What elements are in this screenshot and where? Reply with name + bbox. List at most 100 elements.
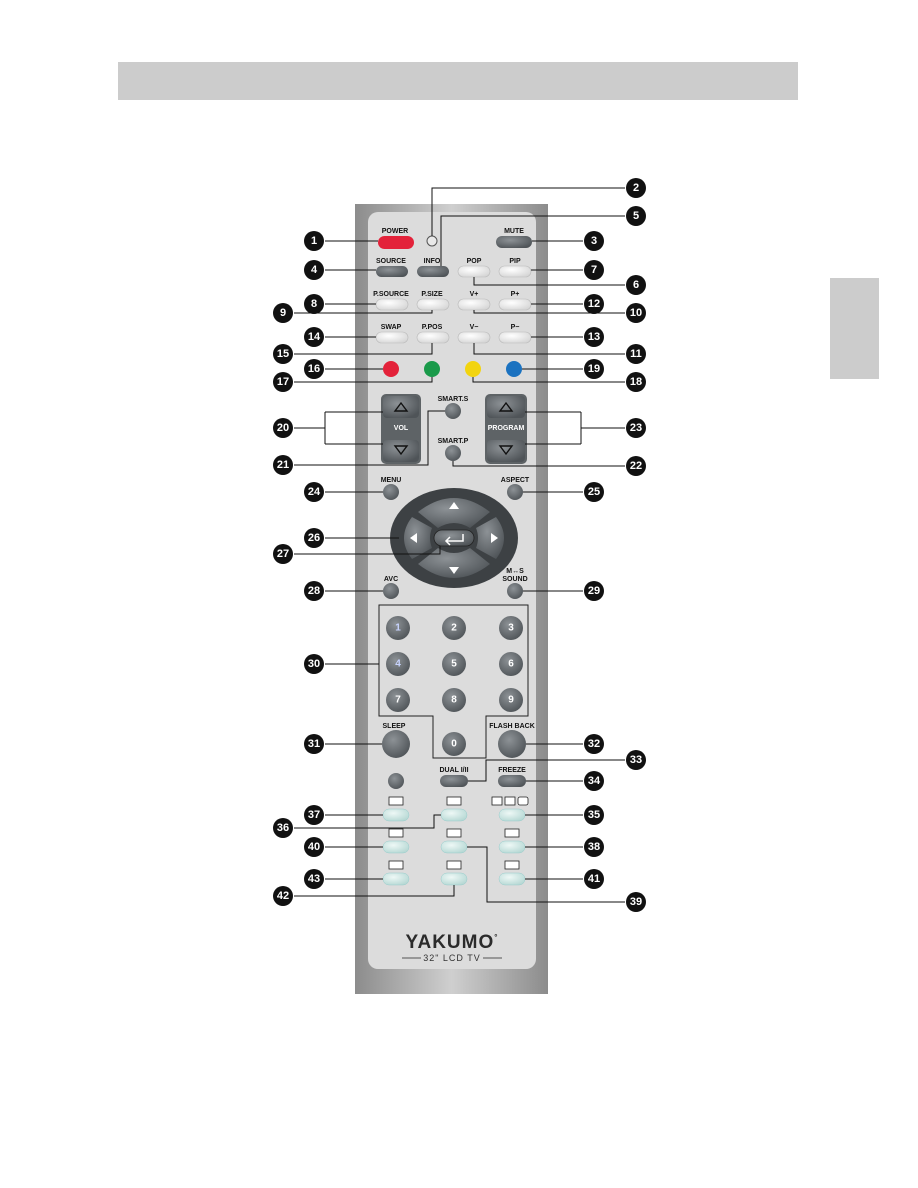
- smart-s-button[interactable]: [445, 403, 461, 419]
- callout-number: 20: [277, 422, 289, 434]
- callout-number: 21: [277, 459, 289, 471]
- psource-button[interactable]: [375, 298, 409, 311]
- teletext-icon: [446, 860, 462, 870]
- smart-p-button[interactable]: [445, 445, 461, 461]
- info-button[interactable]: [417, 266, 449, 277]
- callout-number: 17: [277, 376, 289, 388]
- pip-button[interactable]: [498, 265, 532, 278]
- power-button[interactable]: [378, 236, 414, 249]
- avc-button[interactable]: [383, 583, 399, 599]
- flashback-label: FLASH BACK: [489, 723, 535, 730]
- aspect-button[interactable]: [507, 484, 523, 500]
- callout-number: 40: [308, 841, 320, 853]
- vol-up-icon: [393, 401, 409, 412]
- program-down-button[interactable]: [487, 440, 525, 462]
- digit-button[interactable]: [499, 616, 523, 640]
- callout-number: 1: [311, 235, 317, 247]
- callout-badge: [273, 372, 293, 392]
- power-label: POWER: [382, 228, 408, 235]
- pop-button[interactable]: [457, 265, 491, 278]
- teletext-button-40[interactable]: [382, 840, 410, 854]
- vol-down-button[interactable]: [383, 440, 419, 462]
- psize-button[interactable]: [416, 298, 450, 311]
- digit-label: 9: [508, 695, 514, 706]
- program-down-icon: [498, 445, 514, 456]
- mts-label: M↔S: [506, 568, 524, 575]
- digit-button[interactable]: [442, 652, 466, 676]
- callout-number: 14: [308, 331, 321, 343]
- avc-label: AVC: [384, 576, 398, 583]
- callout-badge: [584, 869, 604, 889]
- callout-number: 10: [630, 307, 642, 319]
- callout-number: 31: [308, 738, 320, 750]
- menu-button[interactable]: [383, 484, 399, 500]
- nav-left-button[interactable]: [404, 517, 432, 559]
- enter-button[interactable]: [433, 529, 475, 547]
- teletext-button-42[interactable]: [440, 872, 468, 886]
- digit-button[interactable]: [499, 688, 523, 712]
- callout-badge: [626, 418, 646, 438]
- pminus-button[interactable]: [498, 331, 532, 344]
- digit-button[interactable]: [386, 652, 410, 676]
- callout-number: 30: [308, 658, 320, 670]
- dual-button[interactable]: [440, 775, 468, 787]
- teletext-row-2: [382, 828, 526, 854]
- teletext-icon: [388, 796, 404, 806]
- sleep-button[interactable]: [382, 730, 410, 758]
- ppos-button[interactable]: [416, 331, 450, 344]
- menu-label: MENU: [381, 477, 402, 484]
- vol-up-button[interactable]: [383, 396, 419, 418]
- freeze-button[interactable]: [498, 775, 526, 787]
- callout-number: 19: [588, 363, 600, 375]
- callout-badge: [304, 869, 324, 889]
- flashback-button[interactable]: [498, 730, 526, 758]
- swap-button[interactable]: [375, 331, 409, 344]
- teletext-icon: [388, 860, 404, 870]
- blue-button[interactable]: [506, 361, 522, 377]
- sound-button[interactable]: [507, 583, 523, 599]
- teletext-button-41[interactable]: [498, 872, 526, 886]
- digit-button[interactable]: [442, 616, 466, 640]
- ppos-label: P.POS: [422, 324, 443, 331]
- mute-button[interactable]: [496, 236, 532, 248]
- green-button[interactable]: [424, 361, 440, 377]
- callout-badge: [304, 805, 324, 825]
- info-label: INFO: [424, 258, 441, 265]
- header-bar: [118, 62, 798, 100]
- callout-number: 42: [277, 890, 289, 902]
- digit-button[interactable]: [442, 688, 466, 712]
- source-button[interactable]: [376, 266, 408, 277]
- callout-badge: [273, 544, 293, 564]
- unlabeled-button[interactable]: [388, 773, 404, 789]
- program-up-icon: [498, 401, 514, 412]
- yellow-button[interactable]: [465, 361, 481, 377]
- teletext-button-36[interactable]: [440, 808, 468, 822]
- vol-down-icon: [393, 445, 409, 456]
- callout-badge: [304, 528, 324, 548]
- digit-button[interactable]: [499, 652, 523, 676]
- callout-badge: [304, 654, 324, 674]
- program-up-button[interactable]: [487, 396, 525, 418]
- teletext-button-37[interactable]: [382, 808, 410, 822]
- callout-number: 24: [308, 486, 321, 498]
- callout-number: 32: [588, 738, 600, 750]
- arrow-right-icon: [491, 533, 498, 543]
- brand-logo: YAKUMO°: [406, 932, 499, 953]
- digit-button[interactable]: [386, 688, 410, 712]
- red-button[interactable]: [383, 361, 399, 377]
- pplus-button[interactable]: [498, 298, 532, 311]
- digit-button[interactable]: [442, 732, 466, 756]
- smarts-label: SMART.S: [438, 396, 469, 403]
- nav-up-button[interactable]: [418, 498, 490, 528]
- digit-button[interactable]: [386, 616, 410, 640]
- teletext-button-39[interactable]: [440, 840, 468, 854]
- nav-down-button[interactable]: [418, 548, 490, 578]
- nav-right-button[interactable]: [476, 517, 504, 559]
- teletext-button-38[interactable]: [498, 840, 526, 854]
- teletext-button-43[interactable]: [382, 872, 410, 886]
- vplus-button[interactable]: [457, 298, 491, 311]
- vminus-button[interactable]: [457, 331, 491, 344]
- teletext-button-35[interactable]: [498, 808, 526, 822]
- callout-badge: [304, 359, 324, 379]
- vol-label: VOL: [394, 425, 409, 432]
